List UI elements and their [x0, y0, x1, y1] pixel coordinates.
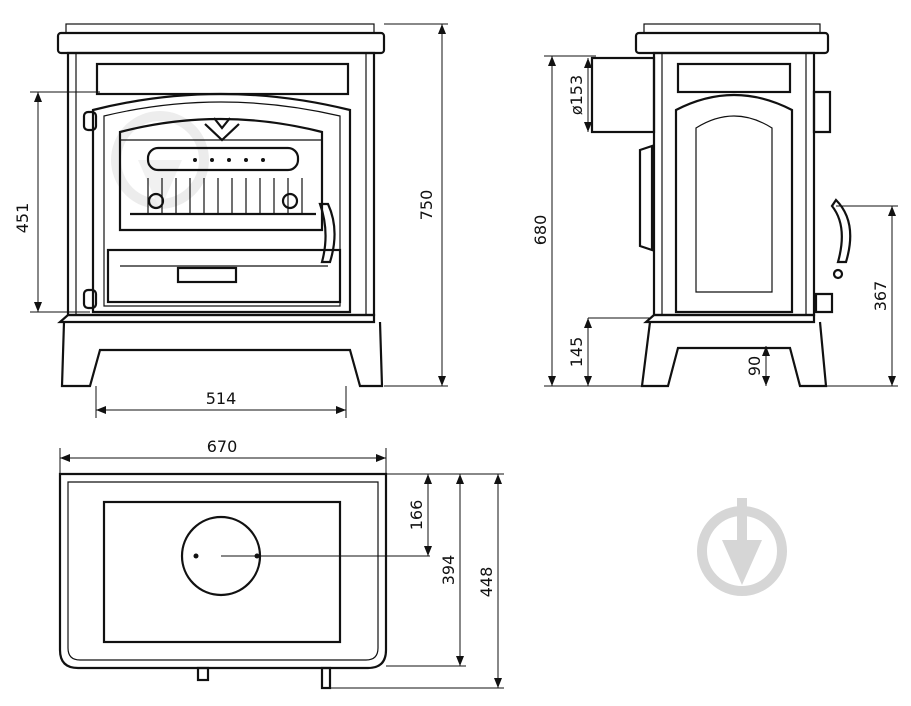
dim-label-670: 670	[207, 437, 238, 456]
front-view	[56, 23, 386, 388]
dim-label-514: 514	[206, 389, 237, 408]
dim-label-145: 145	[567, 337, 586, 368]
dim-label-394: 394	[439, 555, 458, 586]
dim-label-90: 90	[745, 356, 764, 376]
top-dimensions	[59, 448, 504, 689]
dim-label-750: 750	[417, 190, 436, 221]
dim-label-448: 448	[477, 567, 496, 598]
dim-label-680: 680	[531, 215, 550, 246]
brand-watermark-icon	[697, 498, 787, 596]
side-dimensions	[544, 55, 898, 387]
dim-label-367: 367	[871, 281, 890, 312]
dim-label-451: 451	[13, 203, 32, 234]
dim-label-flue-diameter: ø153	[567, 75, 586, 115]
faint-watermark-icon	[111, 111, 209, 210]
side-view	[590, 23, 852, 388]
top-view	[58, 472, 430, 690]
front-dimensions	[30, 23, 448, 418]
dim-label-166: 166	[407, 500, 426, 531]
